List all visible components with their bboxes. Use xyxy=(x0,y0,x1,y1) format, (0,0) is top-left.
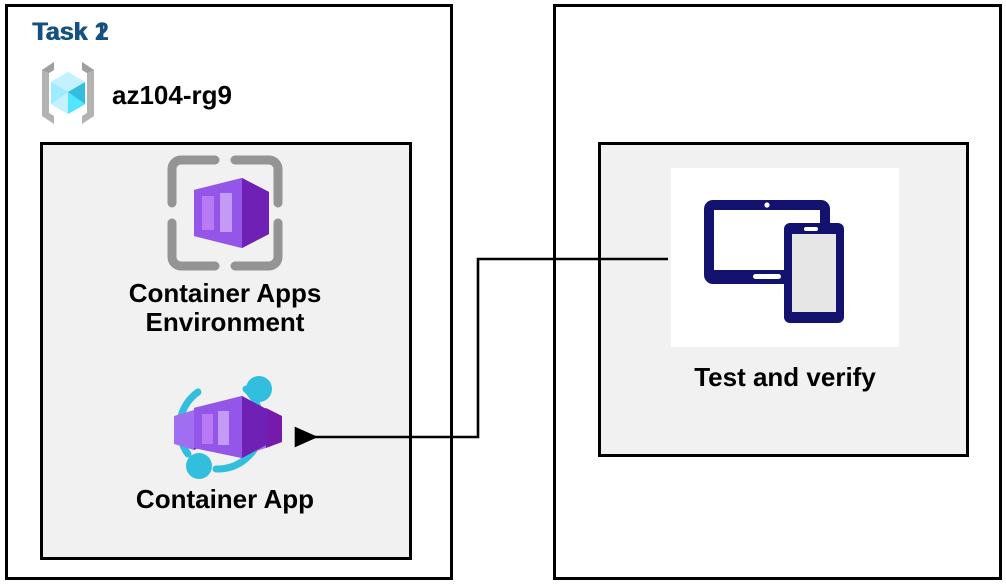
container-apps-environment-icon xyxy=(164,152,286,279)
container-apps-environment-label: Container Apps Environment xyxy=(128,278,322,338)
resource-group-header: az104-rg9 xyxy=(36,58,232,133)
node-test-and-verify[interactable]: Test and verify xyxy=(640,168,930,392)
node-container-app[interactable]: Container App xyxy=(70,368,380,514)
container-app-icon xyxy=(160,368,290,485)
node-container-apps-environment[interactable]: Container Apps Environment xyxy=(70,152,380,337)
task-1-title: Task 1 xyxy=(32,18,108,46)
resource-group-icon xyxy=(36,58,100,133)
test-icon-container xyxy=(671,168,899,347)
resource-group-label: az104-rg9 xyxy=(112,80,232,110)
test-and-verify-label: Test and verify xyxy=(694,362,876,392)
container-app-label: Container App xyxy=(135,484,315,514)
task-2-title: Task 2 xyxy=(33,18,109,46)
devices-test-icon xyxy=(690,180,880,335)
